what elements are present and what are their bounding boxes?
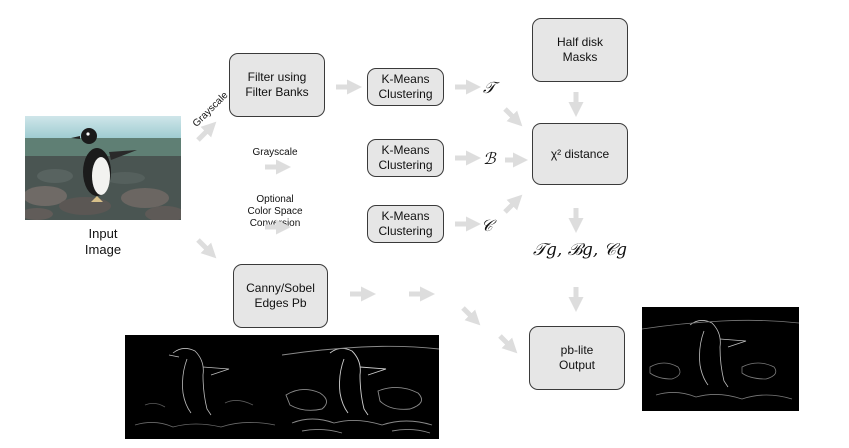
arrow-color-to-chi — [503, 194, 523, 214]
arrow-input-to-filter — [196, 121, 217, 142]
kmeans-texture-box: K-Means Clustering — [367, 68, 444, 106]
pb-lite-drawing — [642, 319, 799, 400]
color-space-conversion-label: Optional Color Space Conversion — [247, 194, 303, 229]
half-disk-masks-box: Half disk Masks — [532, 18, 628, 82]
pb-lite-output-image — [642, 307, 799, 411]
grayscale-label: Grayscale — [252, 147, 298, 158]
arrow-texture-to-chi — [503, 107, 523, 127]
penguin-photo — [25, 116, 181, 220]
sobel-edges-drawing — [282, 345, 439, 434]
pb-lite-output-box: pb-lite Output — [529, 326, 625, 390]
brightness-map-symbol: ℬ — [483, 149, 496, 168]
gradients-symbol: 𝒯g, ℬg, 𝒞g — [533, 240, 627, 260]
chi-square-distance-box: χ² distance — [532, 123, 628, 185]
filter-banks-box: Filter using Filter Banks — [229, 53, 325, 117]
color-map-symbol: 𝒞 — [481, 216, 493, 235]
sobel-edges-image — [282, 335, 439, 439]
kmeans-brightness-box: K-Means Clustering — [367, 139, 444, 177]
canny-edges-drawing — [134, 348, 276, 428]
texture-map-symbol: 𝒯 — [483, 78, 496, 97]
canny-sobel-box: Canny/Sobel Edges Pb — [233, 264, 328, 328]
input-image-label: Input Image — [84, 226, 122, 257]
canny-edges-image — [125, 335, 282, 439]
arrow-canny-to-pblite-c — [461, 306, 481, 326]
input-image — [25, 116, 181, 220]
arrow-input-to-canny — [196, 238, 217, 259]
kmeans-color-box: K-Means Clustering — [367, 205, 444, 243]
arrow-canny-to-pblite-d — [498, 334, 518, 354]
